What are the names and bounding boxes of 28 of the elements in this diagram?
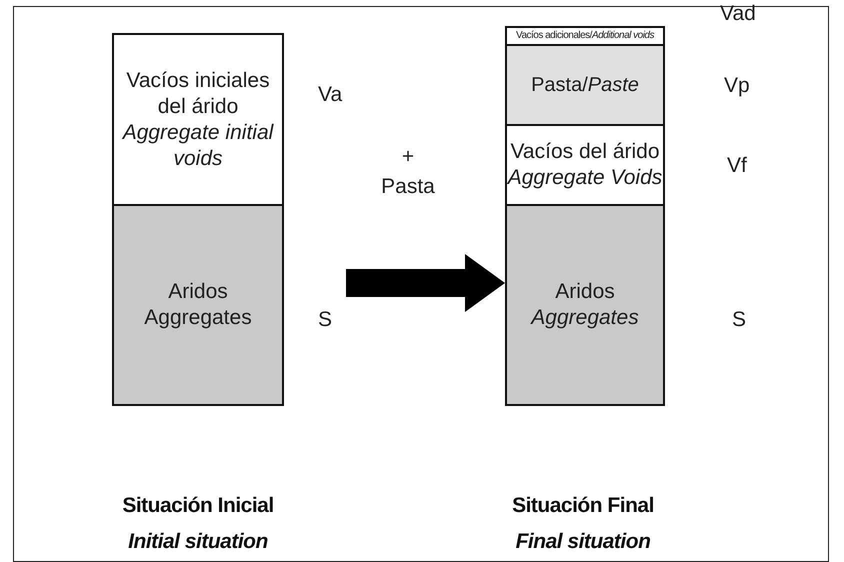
block-label: Aggregate Voids bbox=[508, 165, 662, 191]
block-label: Vacíos adicionales/Additional voids bbox=[516, 29, 654, 43]
void-block bbox=[505, 124, 665, 206]
caption-text: Final situation bbox=[514, 530, 652, 554]
volume-symbol: S bbox=[318, 308, 332, 332]
void-block bbox=[112, 33, 284, 206]
void-block bbox=[505, 26, 665, 46]
block-label: Pasta/Paste bbox=[531, 73, 639, 98]
aggregate-block bbox=[112, 204, 284, 406]
block-label: Vacíos iniciales del árido bbox=[125, 68, 271, 120]
aggregate-block bbox=[505, 204, 665, 406]
block-label: Aggregates bbox=[531, 305, 639, 331]
arrow bbox=[346, 254, 505, 312]
caption-text: Situación Inicial bbox=[121, 494, 275, 518]
block-label: Aridos bbox=[168, 279, 228, 305]
volume-symbol: Vf bbox=[727, 154, 747, 178]
volume-symbol: Va bbox=[318, 83, 342, 107]
block-label: Aggregates bbox=[144, 305, 252, 331]
caption-text: Situación Final bbox=[511, 494, 655, 518]
caption-text: Initial situation bbox=[127, 530, 269, 554]
edge-label: + Pasta bbox=[380, 144, 436, 200]
block-label: Aggregate initial voids bbox=[120, 120, 275, 172]
paste-block bbox=[505, 44, 665, 126]
block-label: Aridos bbox=[555, 279, 615, 305]
volume-symbol: Vp bbox=[724, 74, 750, 98]
block-label: Vacíos del árido bbox=[510, 139, 660, 165]
volume-symbol: S bbox=[732, 308, 746, 332]
volume-symbol: Vad bbox=[720, 2, 756, 26]
